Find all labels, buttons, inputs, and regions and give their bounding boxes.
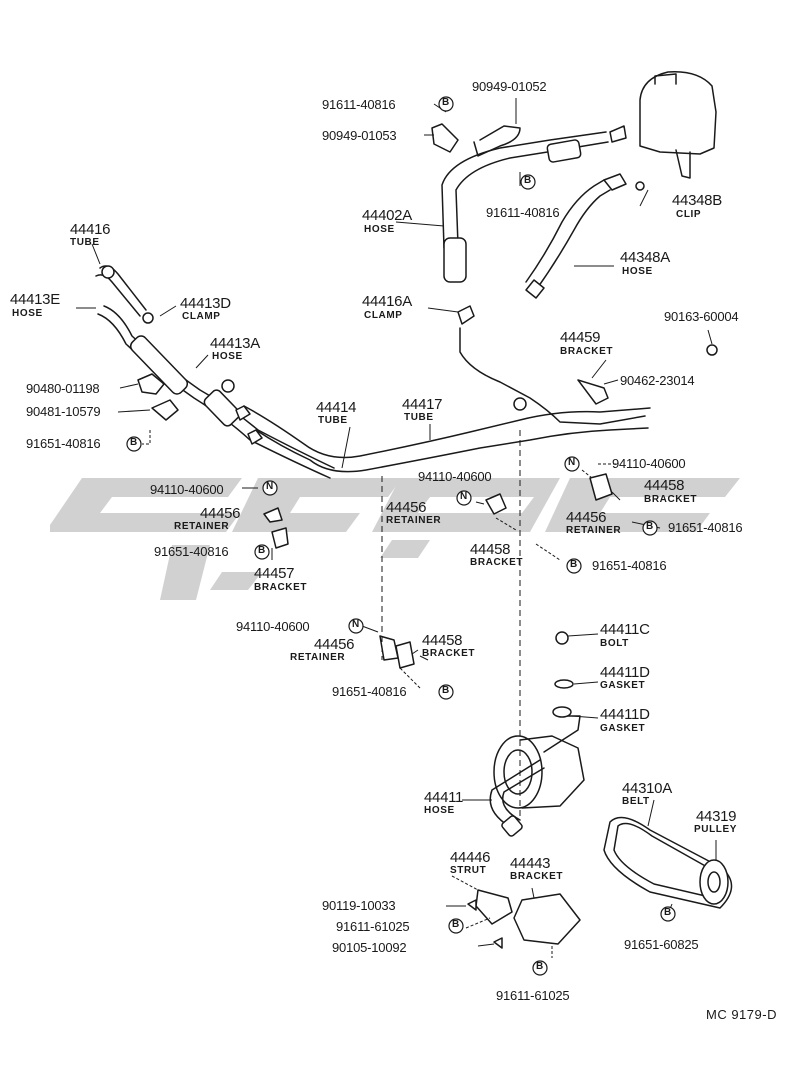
b-badge-letter: B [258, 545, 266, 556]
part-number: 90119-10033 [322, 898, 396, 913]
part-name: RETAINER [290, 652, 346, 663]
part-number: 44411D [600, 706, 650, 723]
b-badge-letter: B [452, 919, 460, 930]
part-number: 91651-40816 [154, 544, 229, 559]
part-name: RETAINER [566, 525, 622, 536]
part-number: 90105-10092 [332, 940, 407, 955]
part-name: CLAMP [182, 311, 221, 322]
b-badge-letter: B [442, 685, 450, 696]
part-name: GASKET [600, 680, 646, 691]
part-number: 44310A [622, 780, 672, 797]
part-number: 44411 [424, 789, 464, 806]
b-badge-letter: B [536, 961, 544, 972]
part-name: BRACKET [470, 557, 524, 568]
part-number: 90163-60004 [664, 309, 739, 324]
part-number: 44457 [254, 565, 295, 582]
part-number: 91651-40816 [332, 684, 407, 699]
part-name: HOSE [212, 351, 243, 362]
part-name: TUBE [70, 237, 100, 248]
part-number: 44413D [180, 295, 231, 312]
b-badge-letter: B [524, 175, 532, 186]
part-number: 44348A [620, 249, 670, 266]
part-name: GASKET [600, 723, 646, 734]
drawing-lines [95, 71, 733, 949]
part-number: 44456 [314, 636, 355, 653]
part-number: 91651-40816 [26, 436, 101, 451]
part-number: 44446 [450, 849, 491, 866]
part-number: 44413A [210, 335, 260, 352]
part-name: BRACKET [510, 871, 564, 882]
part-number: 44456 [566, 509, 607, 526]
part-name: RETAINER [386, 515, 442, 526]
part-number: 90480-01198 [26, 381, 100, 396]
part-name: HOSE [364, 224, 395, 235]
part-number: 90949-01052 [472, 79, 547, 94]
n-badge-letter: N [460, 491, 468, 502]
part-number: 44414 [316, 399, 357, 416]
part-number: 44348B [672, 192, 722, 209]
part-name: HOSE [622, 266, 653, 277]
part-number: 44319 [696, 808, 737, 825]
part-name: BOLT [600, 638, 629, 649]
part-number: 44443 [510, 855, 551, 872]
part-number: 91651-40816 [668, 520, 743, 535]
part-name: BRACKET [422, 648, 476, 659]
callout-badges [126, 96, 676, 976]
part-name: HOSE [424, 805, 455, 816]
part-number: 90481-10579 [26, 404, 101, 419]
b-badge-letter: B [664, 907, 672, 918]
part-name: CLAMP [364, 310, 403, 321]
part-number: 91611-61025 [496, 988, 570, 1003]
part-number: 90462-23014 [620, 373, 695, 388]
part-number: 44411C [600, 621, 650, 638]
part-name: BELT [622, 796, 650, 807]
part-number: 44458 [422, 632, 463, 649]
part-number: 91651-40816 [592, 558, 667, 573]
part-name: CLIP [676, 209, 702, 220]
part-name: RETAINER [174, 521, 230, 532]
part-name: STRUT [450, 865, 487, 876]
part-number: 94110-40600 [150, 482, 224, 497]
part-name: BRACKET [560, 346, 614, 357]
part-number: 91611-40816 [322, 97, 396, 112]
part-name: BRACKET [254, 582, 308, 593]
part-number: 44416 [70, 221, 111, 238]
part-number: 44456 [386, 499, 427, 516]
part-number: 44402A [362, 207, 412, 224]
part-number: 94110-40600 [612, 456, 686, 471]
part-number: 44411D [600, 664, 650, 681]
part-name: BRACKET [644, 494, 698, 505]
part-name: PULLEY [694, 824, 738, 835]
n-badge-letter: N [352, 619, 360, 630]
part-name: HOSE [12, 308, 43, 319]
part-number: 94110-40600 [236, 619, 310, 634]
b-badge-letter: B [130, 437, 138, 448]
part-number: 44458 [470, 541, 511, 558]
part-number: 91611-61025 [336, 919, 410, 934]
part-number: 44456 [200, 505, 241, 522]
b-badge-letter: B [570, 559, 578, 570]
diagram-code: MC 9179-D [706, 1007, 777, 1022]
b-badge-letter: B [646, 521, 654, 532]
part-number: 44459 [560, 329, 601, 346]
part-number: 91611-40816 [486, 205, 560, 220]
n-badge-letter: N [568, 457, 576, 468]
b-badge-letter: B [442, 97, 450, 108]
part-number: 44417 [402, 396, 443, 413]
n-badge-letter: N [266, 481, 274, 492]
part-number: 44416A [362, 293, 412, 310]
part-number: 90949-01053 [322, 128, 397, 143]
part-number: 44458 [644, 477, 685, 494]
leader-lines [76, 98, 717, 958]
part-number: 44413E [10, 291, 60, 308]
part-number: 91651-60825 [624, 937, 699, 952]
part-number: 94110-40600 [418, 469, 492, 484]
part-name: TUBE [404, 412, 434, 423]
part-name: TUBE [318, 415, 348, 426]
